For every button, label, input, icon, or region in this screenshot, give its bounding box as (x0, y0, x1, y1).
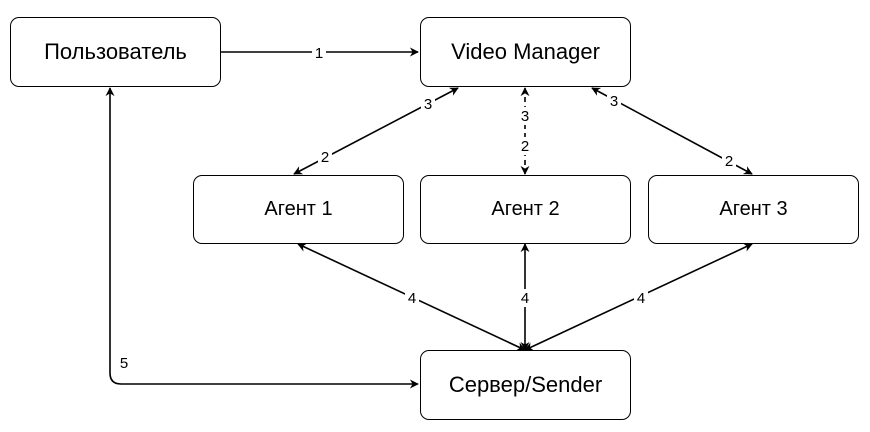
node-video-manager-label: Video Manager (451, 39, 600, 64)
edge-label-agent3-server-4: 4 (637, 290, 645, 307)
node-agent-3-label: Агент 3 (719, 198, 788, 220)
edge-label-agent2-server-4: 4 (521, 290, 529, 307)
edge-label-5: 5 (120, 355, 128, 372)
edge-label-vm-agent2-2: 2 (521, 138, 529, 155)
node-user-label: Пользователь (44, 39, 187, 64)
node-agent-2: Агент 2 (420, 175, 631, 244)
edge-label-vm-agent1-2: 2 (321, 149, 329, 166)
edge-label-vm-agent2-3: 3 (521, 108, 529, 125)
node-agent-2-label: Агент 2 (491, 198, 560, 220)
edge-label-vm-agent3-2: 2 (725, 153, 733, 170)
node-user: Пользователь (10, 17, 221, 87)
node-agent-1: Агент 1 (193, 175, 404, 244)
edge-label-1: 1 (315, 45, 323, 62)
node-agent-1-label: Агент 1 (264, 198, 333, 220)
node-server: Сервер/Sender (420, 350, 631, 420)
node-agent-3: Агент 3 (648, 175, 859, 244)
edge-label-vm-agent1-3: 3 (424, 96, 432, 113)
edge-label-vm-agent3-3: 3 (610, 93, 618, 110)
node-server-label: Сервер/Sender (448, 372, 603, 397)
edge-server-user (105, 87, 419, 389)
node-video-manager: Video Manager (420, 17, 631, 87)
edge-label-agent1-server-4: 4 (408, 290, 416, 307)
